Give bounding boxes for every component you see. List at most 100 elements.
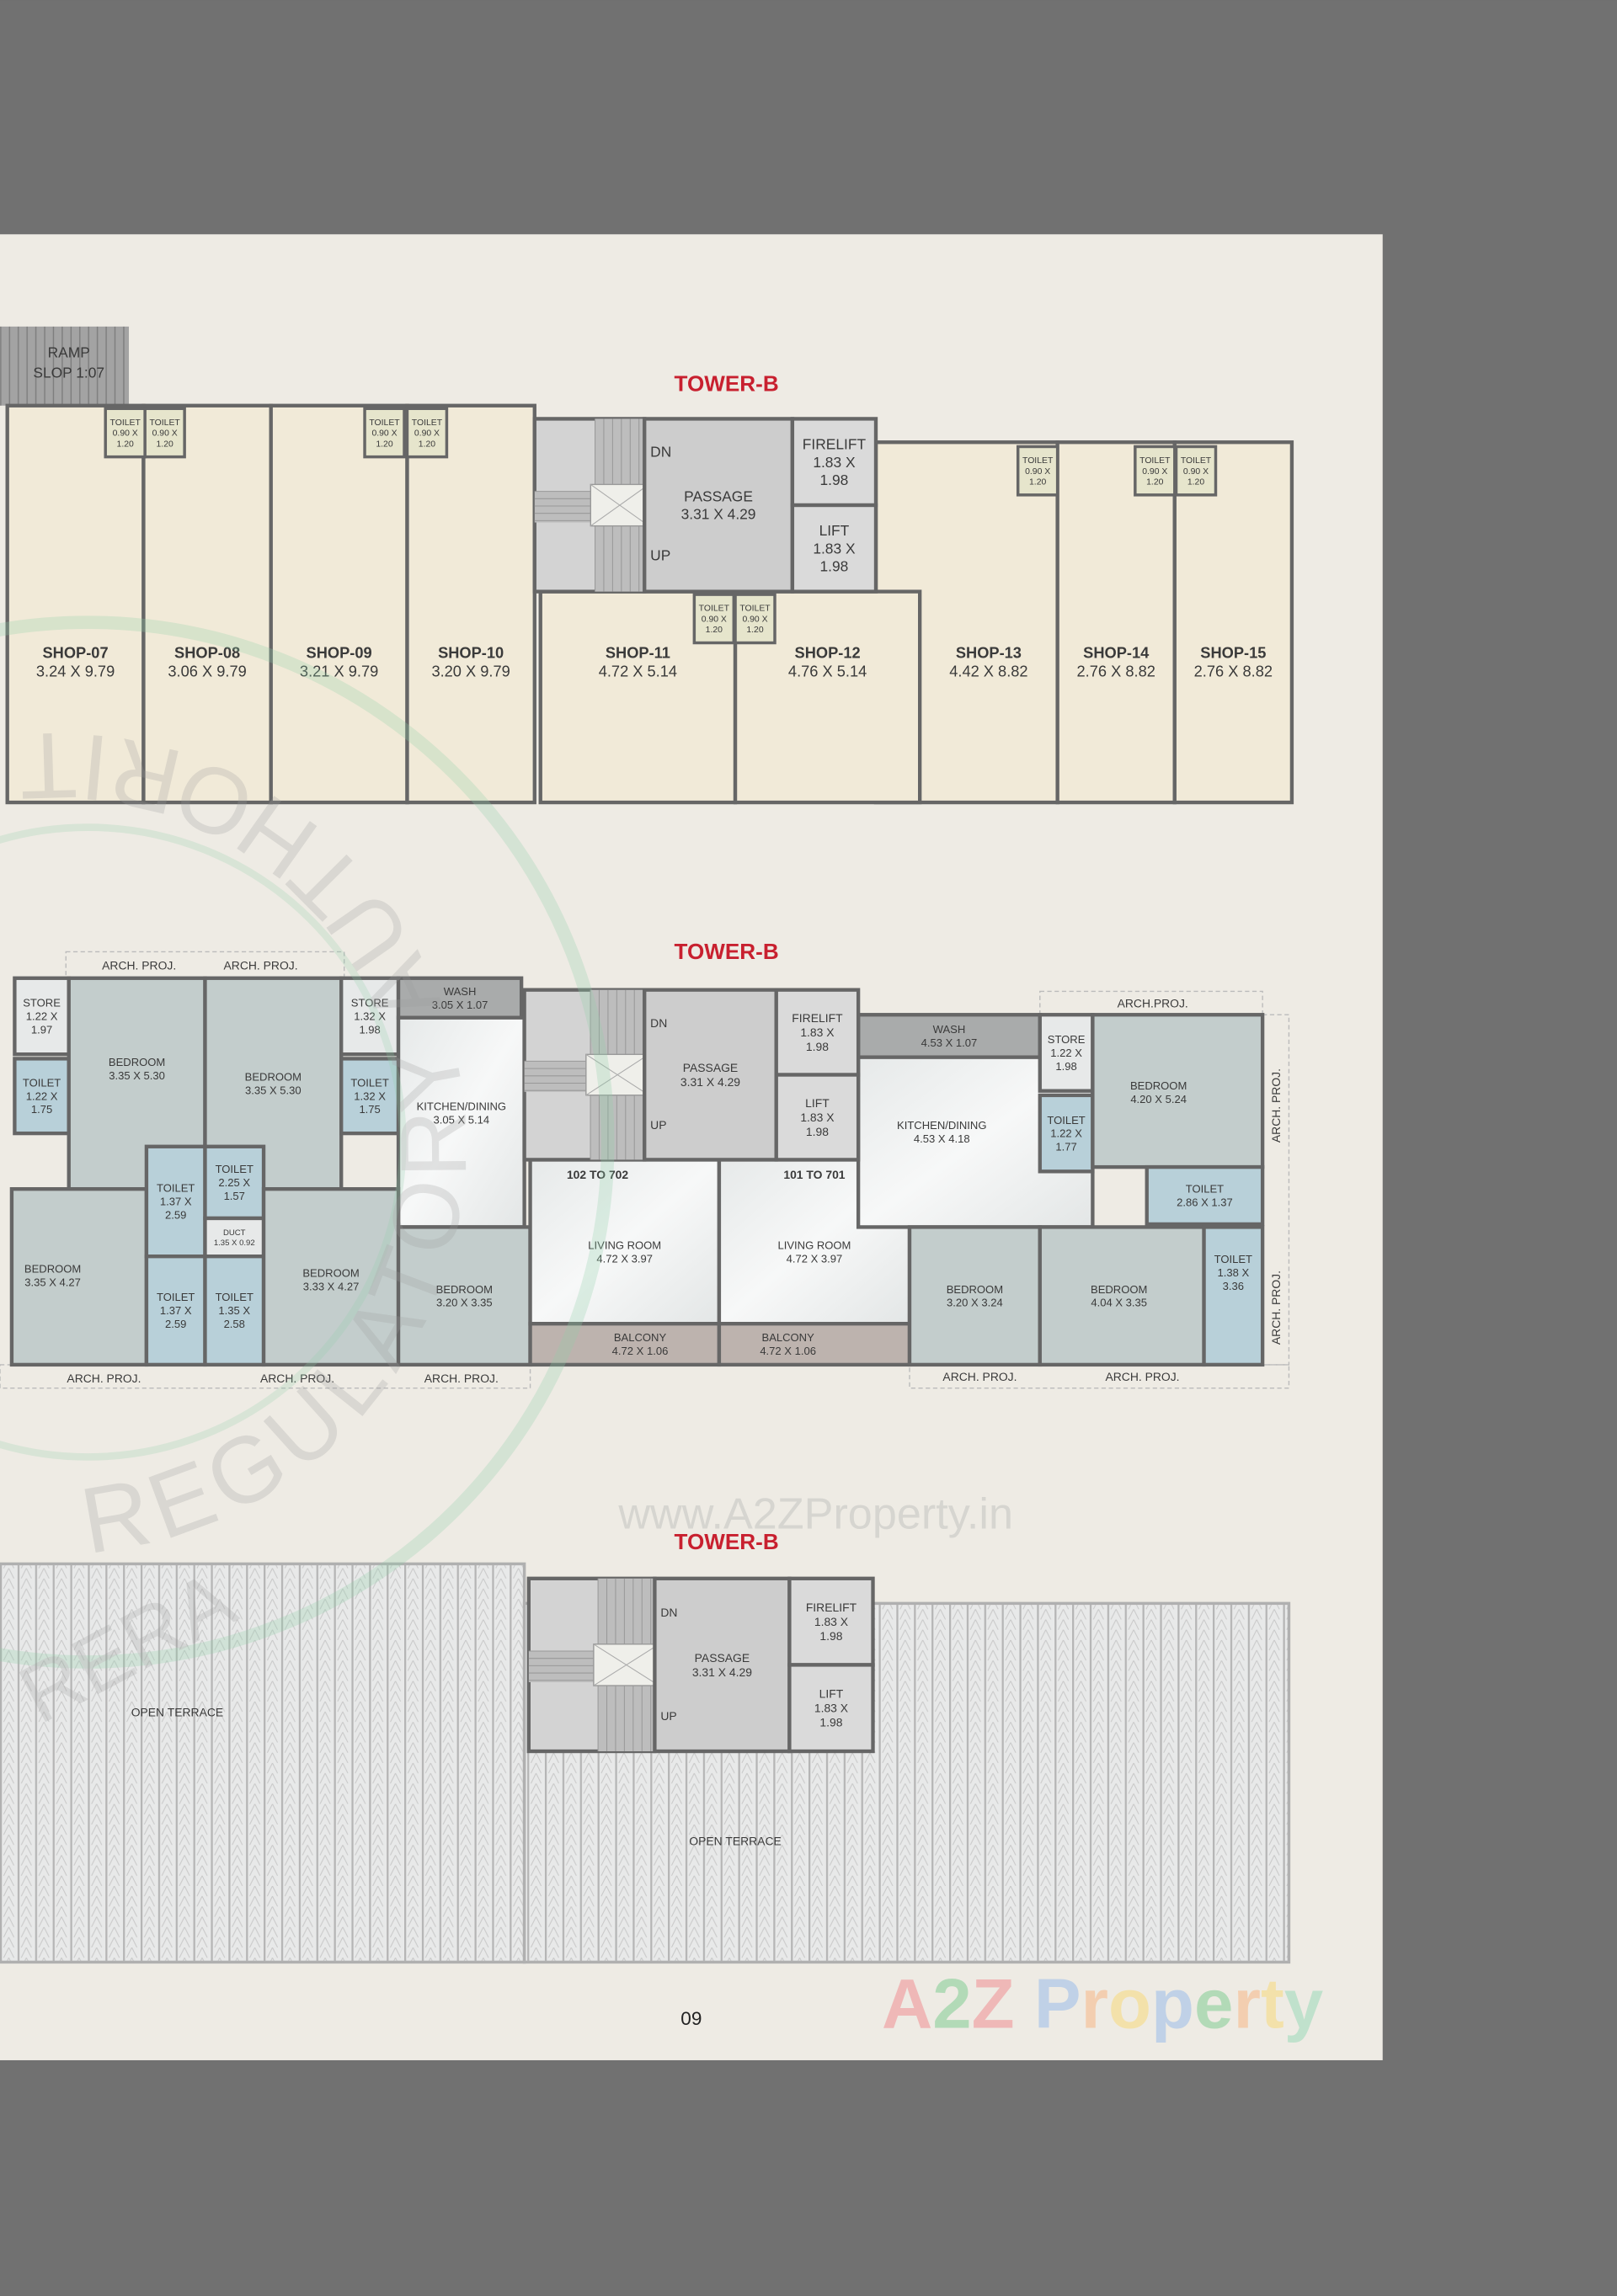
- tower-title-terrace: TOWER-B: [675, 1529, 779, 1554]
- wash-area: [396, 976, 524, 1020]
- room-dimensions: 1.75: [31, 1103, 52, 1116]
- room-dimensions: 1.98: [819, 1716, 842, 1729]
- shop-toilet-area: [1174, 445, 1218, 497]
- room-label: TOILET: [1181, 456, 1212, 466]
- toilet-area: [1145, 1164, 1265, 1227]
- logo-letter: [1015, 1964, 1034, 2043]
- shop-9: SHOP-093.21 X 9.79: [269, 403, 409, 805]
- room-dimensions: 3.06 X 9.79: [168, 663, 246, 680]
- room-label: STORE: [1048, 1033, 1086, 1046]
- room-label: PASSAGE: [684, 488, 753, 505]
- room-label: LIFT: [819, 1687, 844, 1701]
- logo-letter: e: [1194, 1964, 1233, 2043]
- bedroom-area: [1091, 1013, 1265, 1169]
- logo-letter: 2: [932, 1964, 971, 2043]
- shop-toilet-area: [143, 407, 186, 459]
- staircase: [532, 417, 650, 594]
- room-dimensions: 1.98: [819, 1629, 842, 1643]
- room-dimensions: 1.97: [31, 1023, 52, 1036]
- store-area: [13, 976, 71, 1057]
- logo-letter: y: [1284, 1964, 1323, 2043]
- toilet-area: [13, 1057, 71, 1136]
- logo-letter: Z: [972, 1964, 1015, 2043]
- room-label: TOILET: [412, 418, 443, 428]
- room-label: WASH: [444, 985, 477, 998]
- arch-projection-label: ARCH. PROJ.: [424, 1372, 499, 1385]
- room-label: BALCONY: [614, 1331, 667, 1344]
- room-dimensions: 3.31 X 4.29: [681, 506, 756, 523]
- room-dimensions: 1.20: [1029, 478, 1046, 487]
- room-dimensions: 1.37 X: [160, 1304, 192, 1317]
- room-dimensions: 1.20: [157, 439, 173, 449]
- lift-area: [790, 503, 878, 594]
- bedroom-area: [907, 1225, 1042, 1367]
- room-label: LIVING ROOM: [778, 1239, 851, 1252]
- room-dimensions: 1.77: [1055, 1141, 1076, 1153]
- arch-projection-label: ARCH.PROJ.: [1118, 997, 1188, 1010]
- room-label: TOILET: [1047, 1114, 1085, 1127]
- a2z-property-logo: A2Z Property: [882, 1964, 1323, 2043]
- room-dimensions: 0.90 X: [152, 429, 178, 439]
- toilet-area: [339, 1057, 401, 1136]
- room-dimensions: 1.32 X: [354, 1089, 386, 1102]
- room-dimensions: 0.90 X: [1142, 467, 1167, 477]
- room-dimensions: 4.72 X 1.06: [612, 1345, 669, 1357]
- store-area: [339, 976, 401, 1057]
- kitchen-dining-area: [396, 1015, 526, 1229]
- room-dimensions: 1.83 X: [813, 540, 856, 557]
- arch-projection-label: ARCH. PROJ.: [1269, 1068, 1283, 1143]
- room-label: BEDROOM: [1130, 1079, 1187, 1092]
- shop-10: SHOP-103.20 X 9.79: [405, 403, 536, 805]
- room-label: BEDROOM: [109, 1056, 165, 1068]
- arch-projection-label: ARCH. PROJ.: [102, 958, 176, 972]
- room-label: BEDROOM: [1091, 1283, 1147, 1296]
- room-dimensions: 3.36: [1223, 1280, 1244, 1292]
- room-dimensions: 3.31 X 4.29: [692, 1665, 752, 1679]
- room-dimensions: 2.58: [224, 1318, 245, 1330]
- room-dimensions: 1.83 X: [814, 1615, 848, 1628]
- room-label: SHOP-09: [307, 643, 372, 661]
- room-dimensions: 3.35 X 5.30: [109, 1069, 165, 1082]
- room-label: FIRELIFT: [792, 1011, 843, 1025]
- room-dimensions: 2.59: [165, 1318, 186, 1330]
- passage-area: [653, 1576, 792, 1754]
- logo-letter: t: [1261, 1964, 1284, 2043]
- room-dimensions: 4.20 X 5.24: [1130, 1093, 1187, 1105]
- room-label: TOILET: [216, 1163, 253, 1175]
- room-dimensions: 4.04 X 3.35: [1091, 1297, 1147, 1309]
- room-dimensions: 1.20: [376, 439, 392, 449]
- room-dimensions: 3.31 X 4.29: [680, 1075, 740, 1089]
- logo-letter: r: [1081, 1964, 1108, 2043]
- shop-toilet-area: [1016, 445, 1059, 497]
- stairs-up-label: UP: [650, 1118, 666, 1132]
- room-label: TOILET: [110, 418, 141, 428]
- arch-projection-label: ARCH. PROJ.: [224, 958, 298, 972]
- tower-title-ground: TOWER-B: [675, 370, 779, 396]
- room-label: SHOP-15: [1200, 643, 1266, 661]
- shop-toilet-area: [104, 407, 147, 459]
- room-label: PASSAGE: [683, 1061, 738, 1074]
- room-dimensions: 2.25 X: [218, 1176, 250, 1189]
- room-label: BEDROOM: [436, 1283, 493, 1296]
- room-dimensions: 2.59: [165, 1208, 186, 1221]
- room-dimensions: 1.98: [820, 558, 849, 575]
- balcony-area: [717, 1322, 912, 1367]
